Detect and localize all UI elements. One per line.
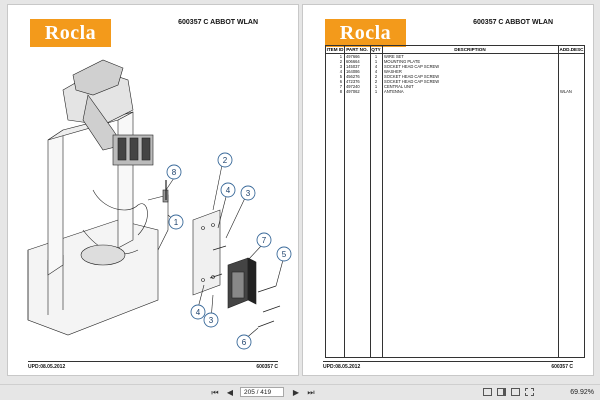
- table-cell-part: 164086: [346, 69, 360, 74]
- table-cell-item: 8: [339, 89, 342, 94]
- callout-label: 1: [174, 218, 179, 227]
- page-number-input[interactable]: 205 / 419: [240, 387, 284, 397]
- continuous-view-icon[interactable]: [511, 388, 520, 396]
- table-cell-qty: 2: [374, 74, 378, 79]
- previous-page-button[interactable]: ◀: [226, 388, 234, 397]
- footer-code: 600357 C: [256, 364, 278, 370]
- callout-3a: [240, 185, 256, 201]
- table-cell-add: WLAN: [560, 89, 572, 94]
- fit-width-icon[interactable]: [525, 388, 534, 396]
- col-description: DESCRIPTION: [454, 47, 486, 52]
- last-page-button[interactable]: ⏭: [307, 388, 315, 397]
- table-cell-qty: 4: [374, 64, 378, 69]
- table-cell-item: 6: [339, 79, 342, 84]
- table-header: ITEM ID PART NO. QTY DESCRIPTION ADD.DES…: [326, 46, 584, 54]
- table-cell-part: 456276: [346, 74, 360, 79]
- callout-label: 5: [282, 250, 287, 259]
- callout-label: 8: [172, 168, 177, 177]
- table-cell-item: 3: [339, 64, 342, 69]
- callout-6: [236, 334, 252, 350]
- table-cell-qty: 2: [374, 79, 378, 84]
- table-row: 1 497666 1 WIRE SET: [326, 54, 584, 59]
- table-row: 8 497062 1 ANTENNA WLAN: [326, 89, 584, 94]
- col-item-id: ITEM ID: [326, 47, 344, 52]
- first-page-button[interactable]: ⏮: [211, 388, 219, 397]
- callout-4a: [220, 182, 236, 198]
- two-page-view-icon[interactable]: [497, 388, 506, 396]
- callout-4b: [190, 304, 206, 320]
- table-row: 6 472376 2 SOCKET HEAD CAP SCREW: [326, 79, 584, 84]
- table-cell-qty: 1: [374, 59, 378, 64]
- table-row: 3 145037 4 SOCKET HEAD CAP SCREW: [326, 64, 584, 69]
- right-page: Rocla 600357 C ABBOT WLAN ITEM ID PART N…: [302, 4, 594, 376]
- footer-code: 600357 C: [551, 364, 573, 370]
- single-page-view-icon[interactable]: [483, 388, 492, 396]
- table-cell-item: 1: [339, 54, 342, 59]
- table-cell-part: 497240: [346, 84, 360, 89]
- footer-rule: [323, 361, 573, 362]
- callout-1: [168, 214, 184, 230]
- col-qty: QTY: [371, 47, 381, 52]
- col-add-desc: ADD.DESC: [559, 47, 584, 52]
- table-row: 7 497240 1 CENTRAL UNIT: [326, 84, 584, 89]
- document-title: 600357 C ABBOT WLAN: [178, 19, 258, 26]
- callout-label: 3: [209, 316, 214, 325]
- callout-label: 7: [262, 236, 267, 245]
- rocla-logo: Rocla: [30, 19, 111, 47]
- table-row: 5 456276 2 SOCKET HEAD CAP SCREW: [326, 74, 584, 79]
- next-page-button[interactable]: ▶: [292, 388, 300, 397]
- table-cell-desc: WIRE SET: [384, 54, 404, 59]
- col-part-no: PART NO.: [346, 47, 368, 52]
- table-cell-item: 7: [339, 84, 342, 89]
- table-cell-part: 497062: [346, 89, 360, 94]
- document-title: 600357 C ABBOT WLAN: [473, 19, 553, 26]
- exploded-parts-diagram: 8 2 4 3 1 7 5 4 3 6: [27, 59, 292, 350]
- table-cell-part: 145037: [346, 64, 360, 69]
- rocla-logo: Rocla: [325, 19, 406, 47]
- footer-date: UPD:08.05.2012: [323, 364, 361, 370]
- table-cell-item: 4: [339, 69, 342, 74]
- table-cell-desc: SOCKET HEAD CAP SCREW: [384, 64, 440, 69]
- table-cell-desc: SOCKET HEAD CAP SCREW: [384, 79, 440, 84]
- table-cell-desc: CENTRAL UNIT: [384, 84, 414, 89]
- table-cell-part: 472376: [346, 79, 360, 84]
- table-cell-qty: 4: [374, 69, 378, 74]
- table-row: 4 164086 4 WASHER: [326, 69, 584, 74]
- table-cell-qty: 1: [374, 84, 378, 89]
- callout-label: 2: [223, 156, 228, 165]
- footer-rule: [28, 361, 278, 362]
- parts-table: ITEM ID PART NO. QTY DESCRIPTION ADD.DES…: [325, 45, 585, 358]
- table-cell-desc: ANTENNA: [384, 89, 404, 94]
- callout-label: 4: [226, 186, 231, 195]
- callout-label: 3: [246, 189, 251, 198]
- callout-label: 4: [196, 308, 201, 317]
- table-cell-qty: 1: [374, 89, 378, 94]
- footer-date: UPD:08.05.2012: [28, 364, 66, 370]
- callout-8: [166, 164, 182, 180]
- left-page: Rocla 600357 C ABBOT WLAN: [7, 4, 299, 376]
- table-cell-item: 2: [339, 59, 342, 64]
- table-cell-item: 5: [339, 74, 342, 79]
- table-cell-qty: 1: [374, 54, 378, 59]
- callout-label: 6: [242, 338, 247, 347]
- table-row: 2 606664 1 MOUNTING PLATE: [326, 59, 584, 64]
- callout-2: [217, 152, 233, 168]
- table-cell-desc: SOCKET HEAD CAP SCREW: [384, 74, 440, 79]
- table-cell-desc: MOUNTING PLATE: [384, 59, 421, 64]
- table-cell-part: 606664: [346, 59, 360, 64]
- callout-5: [276, 246, 292, 262]
- viewer-toolbar: ⏮ ◀ 205 / 419 ▶ ⏭ 69.92%: [0, 384, 600, 400]
- table-cell-part: 497666: [346, 54, 360, 59]
- zoom-level[interactable]: 69.92%: [570, 389, 594, 396]
- callout-7: [256, 232, 272, 248]
- table-cell-desc: WASHER: [384, 69, 402, 74]
- callout-3b: [203, 312, 219, 328]
